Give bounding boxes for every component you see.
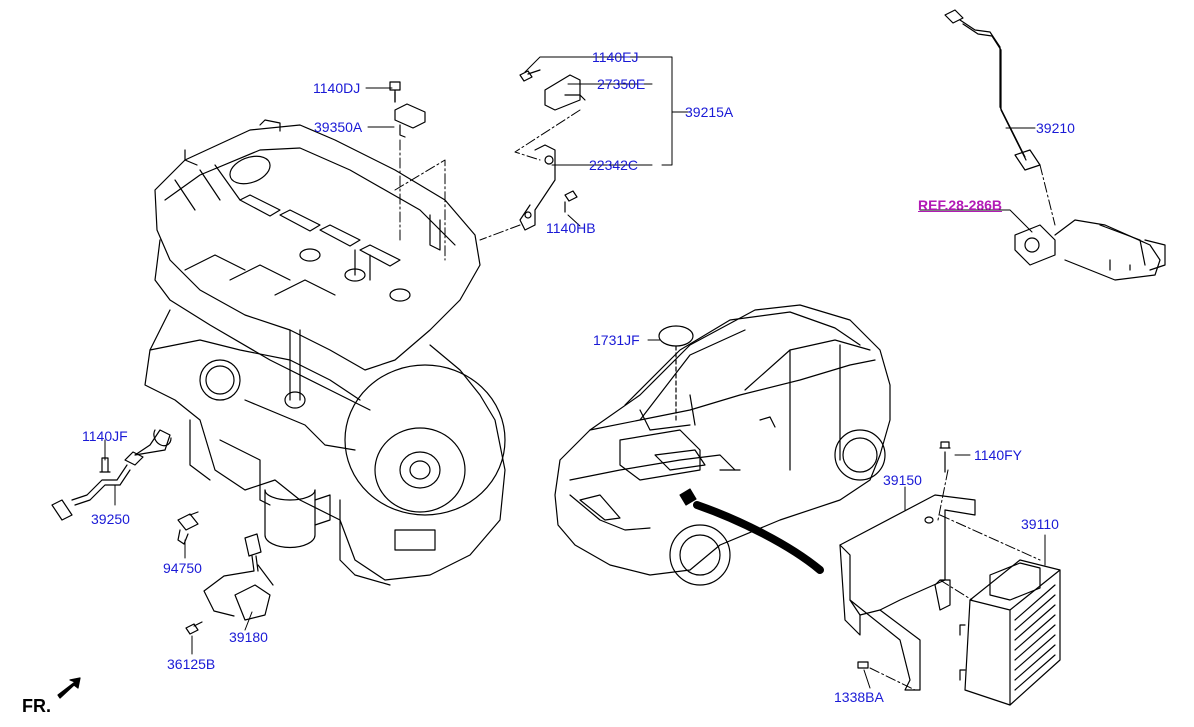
- callout-36125b[interactable]: 36125B: [167, 656, 216, 672]
- callout-39180[interactable]: 39180: [229, 629, 268, 645]
- callout-1140dj[interactable]: 1140DJ: [313, 80, 361, 96]
- front-arrow-icon: [57, 677, 81, 699]
- callout-1140hb[interactable]: 1140HB: [546, 220, 596, 236]
- callout-1731jf[interactable]: 1731JF: [593, 332, 640, 348]
- ecu-unit: [959, 559, 1061, 706]
- callout-27350e[interactable]: 27350E: [597, 76, 646, 92]
- leader-lines: [104, 56, 1046, 689]
- callout-39215a[interactable]: 39215A: [685, 104, 734, 120]
- knock-sensor: [51, 429, 172, 521]
- oil-pressure-switch: [177, 511, 199, 545]
- callout-1140ej[interactable]: 1140EJ: [592, 49, 639, 65]
- callout-39350a[interactable]: 39350A: [314, 119, 363, 135]
- callout-1140fy[interactable]: 1140FY: [974, 447, 1022, 463]
- bolt-36125b: [185, 621, 203, 635]
- vehicle-illustration: [554, 304, 891, 586]
- callout-22342c[interactable]: 22342C: [589, 157, 639, 173]
- reference-link-28-286b[interactable]: REF.28-286B: [918, 197, 1003, 213]
- callout-1338ba[interactable]: 1338BA: [834, 689, 884, 705]
- catalytic-converter: [1014, 219, 1166, 281]
- callout-39150[interactable]: 39150: [883, 472, 922, 488]
- callout-39210[interactable]: 39210: [1036, 120, 1075, 136]
- callout-94750[interactable]: 94750: [163, 560, 202, 576]
- front-direction-label: FR.: [22, 696, 51, 716]
- ecu-bracket: [839, 441, 976, 691]
- camshaft-sensor: [203, 533, 274, 621]
- callout-39110[interactable]: 39110: [1021, 516, 1059, 532]
- alignment-lines: [394, 109, 1056, 691]
- harness-route-arrow: [693, 501, 824, 574]
- callout-39250[interactable]: 39250: [91, 511, 130, 527]
- wiring-bracket: [519, 69, 586, 231]
- engine-assembly: [144, 119, 506, 586]
- map-sensor-assembly: [389, 81, 426, 138]
- oxygen-sensor: [944, 9, 1041, 171]
- callout-1140jf[interactable]: 1140JF: [82, 428, 128, 444]
